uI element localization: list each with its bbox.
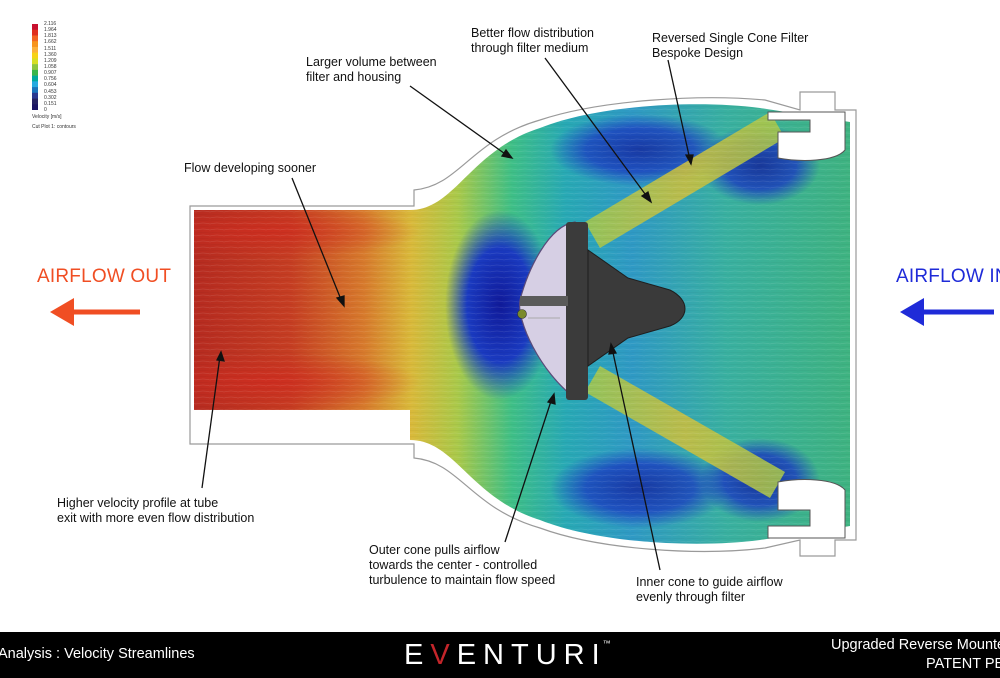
- legend-value: 0.302: [44, 94, 57, 101]
- legend-swatch: [32, 87, 38, 94]
- logo-letter-v: V: [430, 639, 457, 671]
- footer-product-line1: Upgraded Reverse Mounte: [831, 637, 1000, 653]
- annotation-outer-cone: Outer cone pulls airflow towards the cen…: [369, 543, 556, 587]
- logo-letter-e: E: [404, 639, 431, 671]
- leader-flow-developing: [291, 177, 343, 303]
- inner-cone: [587, 249, 686, 367]
- logo-trademark: ™: [602, 639, 611, 648]
- footer-product-line2: PATENT PE: [926, 656, 1000, 672]
- annotation-flow-developing: Flow developing sooner: [184, 161, 317, 175]
- filter-endcap-top: [767, 111, 846, 161]
- annotation-higher-velocity: Higher velocity profile at tube exit wit…: [57, 496, 255, 525]
- legend-value: 0: [44, 107, 47, 113]
- legend-value: 1.360: [44, 51, 57, 58]
- leader-better-flow: [544, 57, 649, 199]
- filter-endcap-bottom: [767, 479, 846, 539]
- leader-outer-cone: [504, 397, 553, 543]
- cone-mount-plate: [566, 222, 588, 400]
- legend-value: 1.964: [44, 27, 57, 34]
- legend-value: 0.756: [44, 76, 57, 83]
- legend-swatch: [32, 58, 38, 65]
- airflow-in-arrow: [900, 298, 994, 326]
- legend-value: 2.116: [44, 21, 57, 27]
- legend-value: 0.907: [44, 70, 57, 77]
- logo-letters-rest: ENTURI: [456, 639, 607, 671]
- annotation-larger-volume: Larger volume between filter and housing: [306, 55, 437, 84]
- footer-analysis-title: Analysis : Velocity Streamlines: [0, 646, 195, 662]
- leader-higher-velocity: [201, 355, 221, 489]
- legend-value: 0.604: [44, 82, 57, 89]
- legend-swatch: [32, 52, 38, 59]
- legend-value: 1.209: [44, 57, 57, 64]
- annotation-reversed-cone: Reversed Single Cone Filter Bespoke Desi…: [652, 31, 809, 60]
- leader-reversed-cone: [667, 59, 691, 161]
- leader-inner-cone: [611, 347, 661, 571]
- annotation-better-flow: Better flow distribution through filter …: [471, 26, 594, 55]
- legend-swatch: [32, 64, 38, 71]
- annotation-inner-cone: Inner cone to guide airflow evenly throu…: [636, 575, 783, 604]
- legend-value: 1.058: [44, 64, 57, 70]
- legend-swatch: [32, 92, 38, 99]
- legend-value: 1.813: [44, 33, 57, 40]
- legend-value: 1.511: [44, 45, 57, 52]
- legend-swatch: [32, 75, 38, 82]
- airflow-in-label: AIRFLOW IN: [896, 266, 1000, 287]
- legend-swatch: [32, 46, 38, 53]
- legend-swatch: [32, 98, 38, 105]
- footer-bar: Analysis : Velocity Streamlines EVENTURI…: [0, 632, 1000, 678]
- legend-swatch: [32, 81, 38, 88]
- legend-value: 0.151: [44, 100, 57, 107]
- legend-swatch: [32, 41, 38, 48]
- cone-nose: [517, 309, 527, 319]
- legend-swatch: [32, 104, 38, 110]
- legend-swatch: [32, 69, 38, 76]
- legend-plot-label: Cut Plot 1: contours: [32, 124, 76, 130]
- legend-unit-label: Velocity [m/s]: [32, 114, 62, 120]
- legend-value: 1.662: [44, 39, 57, 46]
- leader-larger-volume: [409, 85, 509, 157]
- airflow-out-label: AIRFLOW OUT: [37, 266, 172, 287]
- legend-swatch: [32, 29, 38, 36]
- outer-cone: [518, 221, 576, 400]
- legend-value: 0.453: [44, 88, 57, 95]
- legend-swatch: [32, 24, 38, 31]
- legend-colorbar: [32, 24, 38, 110]
- eventuri-logo: EVENTURI™: [404, 639, 611, 672]
- legend-swatch: [32, 35, 38, 42]
- airflow-out-arrow: [50, 298, 140, 326]
- cone-shaft: [520, 296, 568, 306]
